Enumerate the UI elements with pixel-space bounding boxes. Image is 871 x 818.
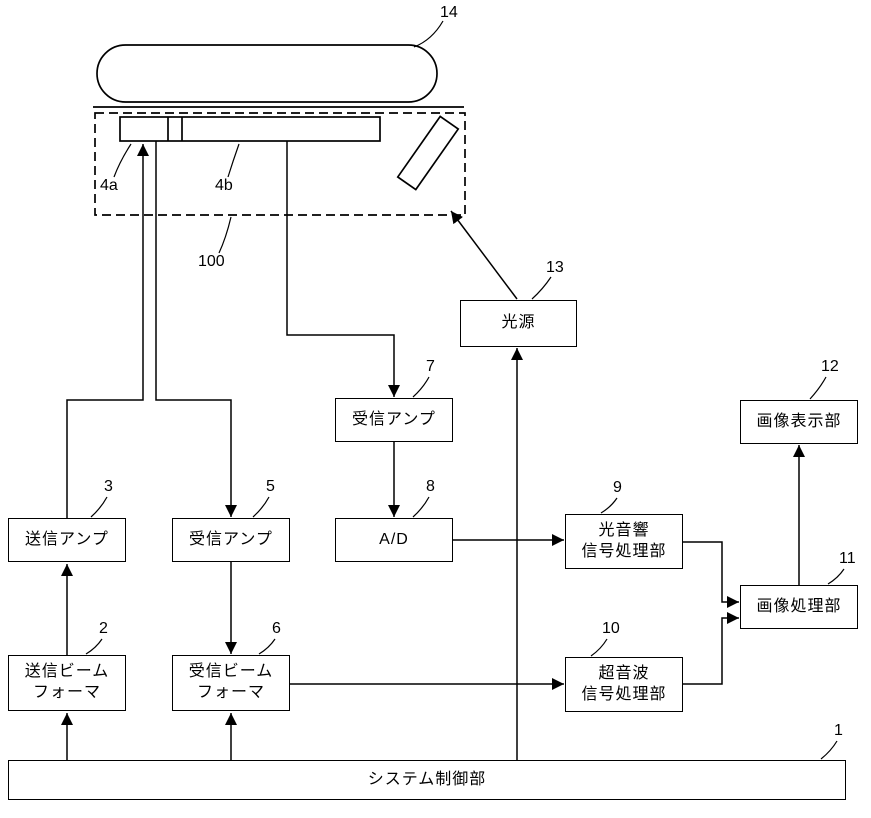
ref-6: 6 <box>272 620 281 637</box>
ref-1: 1 <box>834 722 843 739</box>
block-receive-amp-pa: 受信アンプ <box>335 398 453 442</box>
block-receive-beamformer: 受信ビーム フォーマ <box>172 655 290 711</box>
block-transmit-amp: 送信アンプ <box>8 518 126 562</box>
block-image-display: 画像表示部 <box>740 400 858 444</box>
block-photoacoustic-processor-label: 光音響 信号処理部 <box>581 521 667 560</box>
leader-13 <box>531 276 552 300</box>
arrow-probe-to-receive-amp <box>155 141 237 517</box>
ref-4a: 4a <box>100 177 118 194</box>
leader-10 <box>590 638 608 657</box>
body-pill-shape <box>96 44 438 103</box>
block-transmit-beamformer: 送信ビーム フォーマ <box>8 655 126 711</box>
leader-4b <box>227 143 240 178</box>
arrow-pa-processor-to-image-processor <box>683 541 739 608</box>
ref-14: 14 <box>440 4 458 21</box>
mirror-shape <box>396 115 460 191</box>
ref-3: 3 <box>104 478 113 495</box>
block-light-source-label: 光源 <box>501 314 536 332</box>
block-image-display-label: 画像表示部 <box>756 412 842 430</box>
transducer-array-shape <box>119 116 381 142</box>
block-ultrasound-processor: 超音波 信号処理部 <box>565 657 683 712</box>
block-image-processor-label: 画像処理部 <box>756 597 842 615</box>
leader-7 <box>412 376 430 398</box>
block-receive-beamformer-label: 受信ビーム フォーマ <box>188 663 274 701</box>
block-photoacoustic-processor: 光音響 信号処理部 <box>565 514 683 569</box>
block-transmit-amp-label: 送信アンプ <box>25 530 109 548</box>
block-receive-amp-label: 受信アンプ <box>189 530 273 548</box>
arrow-transmit-amp-to-probe <box>66 144 149 518</box>
arrow-us-processor-to-image-processor <box>683 612 739 685</box>
block-ad-converter-label: A/D <box>379 530 409 548</box>
leader-2 <box>85 638 103 655</box>
ref-9: 9 <box>613 479 622 496</box>
block-ultrasound-processor-label: 超音波 信号処理部 <box>581 664 667 703</box>
leader-1 <box>820 740 838 760</box>
leader-5 <box>252 496 270 518</box>
ref-8: 8 <box>426 478 435 495</box>
leader-11 <box>827 568 845 585</box>
ref-100: 100 <box>198 253 225 270</box>
leader-14 <box>413 20 444 48</box>
block-receive-amp-pa-label: 受信アンプ <box>352 410 436 428</box>
leader-9 <box>600 497 618 514</box>
ref-5: 5 <box>266 478 275 495</box>
leader-3 <box>90 496 108 518</box>
ref-2: 2 <box>99 620 108 637</box>
leader-4a <box>113 143 132 178</box>
arrow-light-source-to-mirror <box>450 210 518 300</box>
block-system-controller: システム制御部 <box>8 760 846 800</box>
leader-12 <box>809 376 827 400</box>
block-system-controller-label: システム制御部 <box>367 770 487 788</box>
ref-7: 7 <box>426 358 435 375</box>
block-image-processor: 画像処理部 <box>740 585 858 629</box>
block-receive-amp: 受信アンプ <box>172 518 290 562</box>
ref-11: 11 <box>839 550 856 567</box>
ref-4b: 4b <box>215 177 233 194</box>
leader-8 <box>412 496 430 518</box>
leader-6 <box>258 638 276 655</box>
ref-12: 12 <box>821 358 839 375</box>
block-light-source: 光源 <box>460 300 577 347</box>
leader-100 <box>218 216 232 254</box>
block-transmit-beamformer-label: 送信ビーム フォーマ <box>24 663 110 701</box>
ref-10: 10 <box>602 620 620 637</box>
arrow-probe-to-receive-amp-pa <box>286 141 400 397</box>
probe-unit-dashed-box <box>94 112 466 216</box>
ref-13: 13 <box>546 259 564 276</box>
block-ad-converter: A/D <box>335 518 453 562</box>
